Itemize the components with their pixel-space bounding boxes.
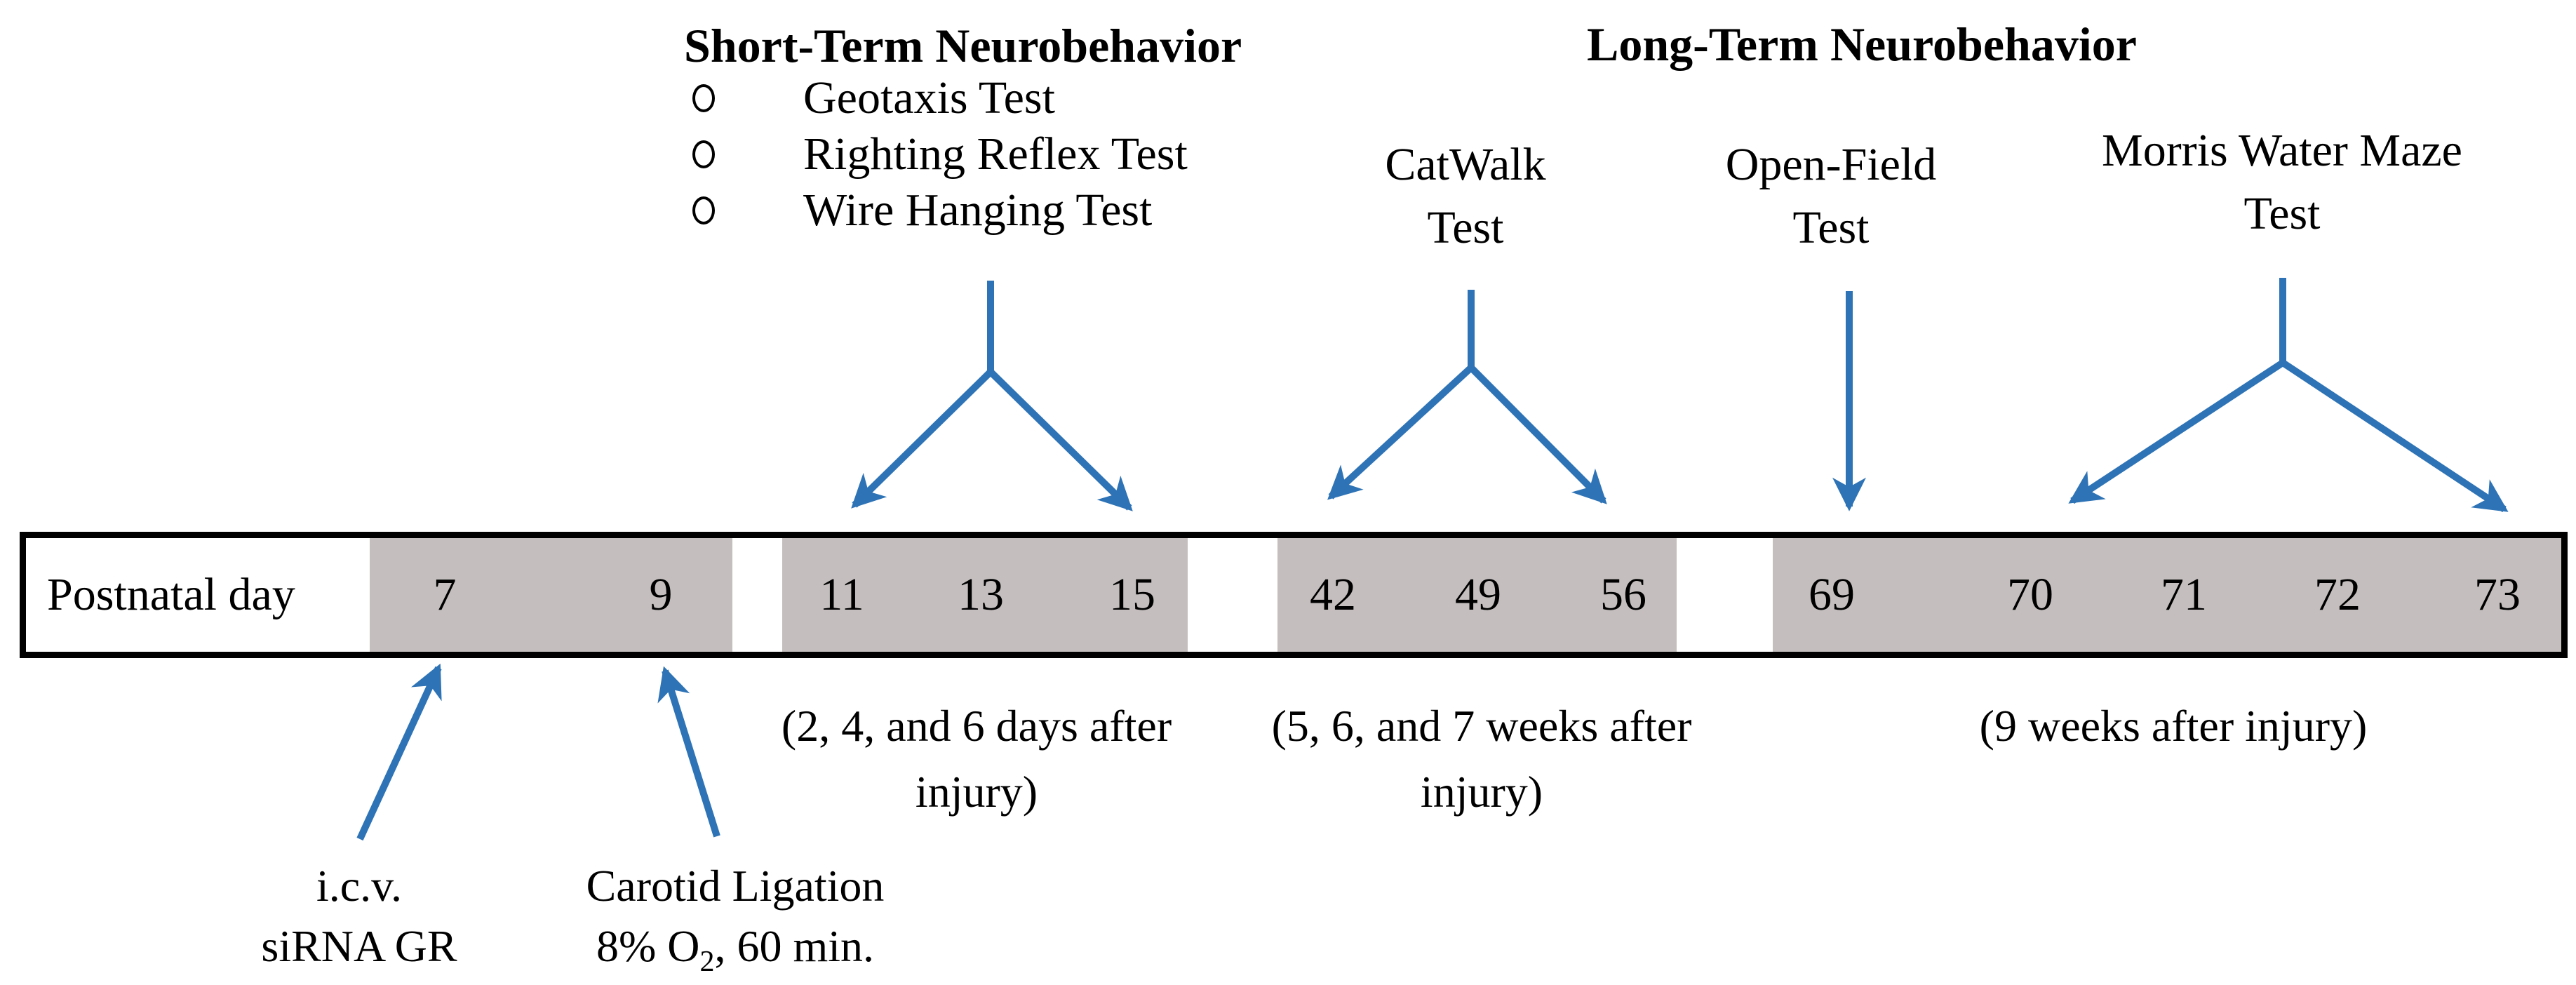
carotid-line1: Carotid Ligation: [586, 861, 885, 911]
bullet-circle-icon: [692, 84, 715, 112]
note-nine-weeks-after-injury: (9 weeks after injury): [1963, 693, 2384, 759]
icv-line1: i.c.v.: [316, 861, 403, 911]
day-tick: 13: [958, 569, 1004, 620]
short-term-title: Short-Term Neurobehavior: [684, 19, 1242, 72]
test-name: Wire Hanging Test: [803, 185, 1153, 236]
day-tick: 70: [2007, 569, 2053, 620]
list-item: Wire Hanging Test: [684, 182, 1188, 239]
timeline-segment-long-term: [1773, 538, 2561, 652]
carotid-line2: 8% O2, 60 min.: [596, 921, 875, 978]
short-term-split-arrow: [851, 281, 1133, 511]
test-name: Geotaxis Test: [803, 72, 1055, 123]
list-item: Geotaxis Test: [684, 70, 1188, 126]
axis-label: Postnatal day: [47, 569, 295, 620]
open-field-test-label: Open-Field Test: [1691, 133, 1971, 260]
carotid-ligation-label: Carotid Ligation 8% O2, 60 min.: [525, 856, 946, 985]
note-line1: (9 weeks after injury): [1979, 701, 2368, 751]
note-line2: injury): [1420, 767, 1543, 817]
timeline-segment-short-term: [782, 538, 1188, 652]
morris-water-maze-line2: Test: [2243, 188, 2321, 239]
carotid-arrow: [657, 666, 720, 838]
timeline-segment-mid-term: [1277, 538, 1677, 652]
open-field-test-line1: Open-Field: [1725, 139, 1937, 190]
test-name: Righting Reflex Test: [803, 128, 1188, 180]
morris-water-maze-line1: Morris Water Maze: [2102, 125, 2462, 176]
day-tick: 72: [2314, 569, 2361, 620]
day-tick: 73: [2474, 569, 2521, 620]
day-tick: 9: [649, 569, 673, 620]
catwalk-test-line2: Test: [1427, 202, 1504, 253]
morris-water-maze-label: Morris Water Maze Test: [2072, 119, 2493, 246]
note-line1: (2, 4, and 6 days after: [781, 701, 1172, 751]
catwalk-split-arrow: [1327, 290, 1607, 504]
bullet-circle-icon: [692, 140, 715, 168]
long-term-title: Long-Term Neurobehavior: [1587, 18, 2137, 71]
open-field-test-line2: Test: [1792, 202, 1870, 253]
o2-subscript: 2: [699, 945, 715, 978]
bullet-circle-icon: [692, 196, 715, 225]
day-tick: 15: [1109, 569, 1155, 620]
note-days-after-injury: (2, 4, and 6 days after injury): [766, 693, 1187, 825]
icv-line2: siRNA GR: [261, 921, 457, 971]
timeline-segment-injury: [370, 538, 732, 652]
day-tick: 11: [819, 569, 864, 620]
short-term-test-list: Geotaxis Test Righting Reflex Test Wire …: [684, 70, 1188, 239]
icv-arrow: [356, 663, 442, 841]
day-tick: 49: [1455, 569, 1501, 620]
catwalk-test-line1: CatWalk: [1385, 139, 1546, 190]
note-line1: (5, 6, and 7 weeks after: [1271, 701, 1692, 751]
catwalk-test-label: CatWalk Test: [1325, 133, 1606, 260]
timeline-bar: Postnatal day 7 9 11 13 15 42 49 56 69 7…: [20, 532, 2568, 658]
day-tick: 56: [1600, 569, 1646, 620]
list-item: Righting Reflex Test: [684, 126, 1188, 182]
note-line2: injury): [915, 767, 1038, 817]
timeline-bar-inner: Postnatal day 7 9 11 13 15 42 49 56 69 7…: [26, 538, 2561, 652]
icv-sirna-label: i.c.v. siRNA GR: [219, 856, 499, 977]
day-tick: 7: [433, 569, 457, 620]
note-weeks-after-injury: (5, 6, and 7 weeks after injury): [1271, 693, 1692, 825]
day-tick: 69: [1809, 569, 1855, 620]
day-tick: 42: [1310, 569, 1356, 620]
morris-split-arrow: [2068, 278, 2509, 513]
day-tick: 71: [2161, 569, 2207, 620]
